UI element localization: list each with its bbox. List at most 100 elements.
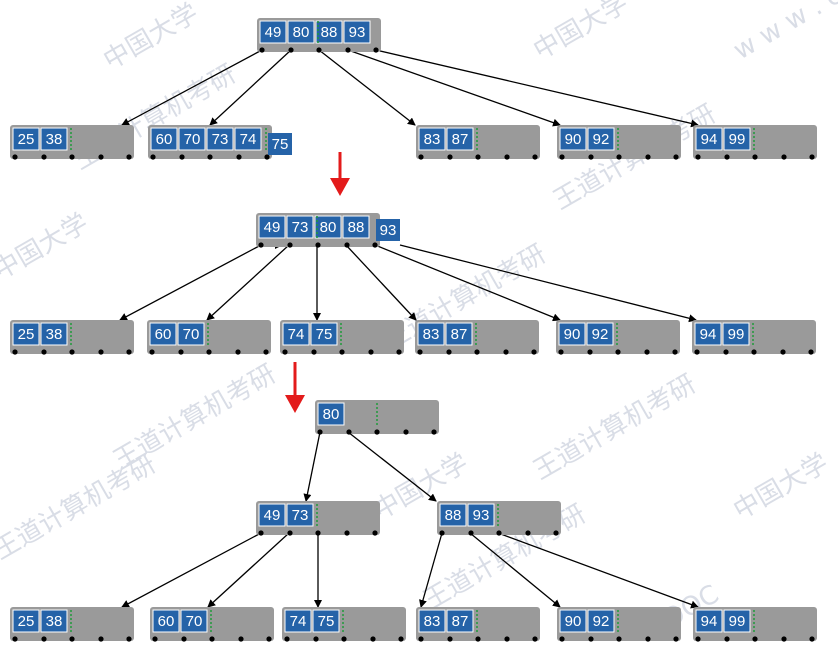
key-label: 93 <box>349 24 366 41</box>
tree-edge <box>318 49 416 126</box>
key-label: 93 <box>473 507 490 524</box>
child-pointer-dot <box>126 349 132 355</box>
child-pointer-dot <box>69 636 75 642</box>
child-pointer-dot <box>98 154 104 160</box>
child-pointer-dot <box>287 530 293 536</box>
key-label: 80 <box>293 24 310 41</box>
watermark-text: 王道计算机考研 <box>0 449 161 566</box>
key-label: 83 <box>424 613 441 630</box>
child-pointer-dot <box>588 636 594 642</box>
child-pointer-dot <box>344 530 350 536</box>
tree-edge <box>399 244 697 323</box>
child-pointer-dot <box>418 154 424 160</box>
child-pointer-dot <box>238 636 244 642</box>
tree-edge <box>121 49 263 126</box>
key-cell <box>206 127 234 151</box>
key-label: 94 <box>701 131 718 148</box>
child-pointer-dot <box>496 530 502 536</box>
key-label: 75 <box>316 326 333 343</box>
child-pointer-dot <box>12 636 18 642</box>
key-label: 83 <box>423 326 440 343</box>
key-cell <box>694 322 722 346</box>
key-label: 90 <box>564 326 581 343</box>
key-cell <box>234 127 262 151</box>
child-pointer-dot <box>344 242 350 248</box>
key-cell <box>418 127 446 151</box>
child-pointer-dot <box>339 349 345 355</box>
child-pointer-dot <box>447 154 453 160</box>
key-label: 38 <box>46 131 63 148</box>
child-pointer-dot <box>69 154 75 160</box>
key-label: 73 <box>292 219 309 236</box>
child-pointer-dot <box>559 636 565 642</box>
child-pointer-dot <box>695 154 701 160</box>
key-cell <box>559 127 587 151</box>
child-pointer-dot <box>258 242 264 248</box>
child-pointer-dot <box>263 349 269 355</box>
child-pointer-dot <box>532 636 538 642</box>
child-pointer-dot <box>98 349 104 355</box>
key-cell <box>315 20 343 44</box>
child-pointer-dot <box>431 429 437 435</box>
child-pointer-dot <box>41 154 47 160</box>
child-pointer-dot <box>179 154 185 160</box>
child-pointer-dot <box>446 349 452 355</box>
child-pointer-dot <box>98 636 104 642</box>
child-pointer-dot <box>751 349 757 355</box>
key-label: 94 <box>700 326 717 343</box>
watermark-text: w w w . c s k a o y a n . c o m <box>729 0 838 66</box>
key-cell <box>40 322 68 346</box>
child-pointer-dot <box>374 429 380 435</box>
key-label: 38 <box>46 613 63 630</box>
child-pointer-dot <box>264 154 270 160</box>
key-label: 90 <box>565 131 582 148</box>
child-pointer-dot <box>403 429 409 435</box>
child-pointer-dot <box>752 636 758 642</box>
key-cell <box>446 127 474 151</box>
child-pointer-dot <box>370 636 376 642</box>
child-pointer-dot <box>311 349 317 355</box>
child-pointer-dot <box>504 636 510 642</box>
child-pointer-dot <box>149 349 155 355</box>
key-cell <box>259 20 287 44</box>
child-pointer-dot <box>724 154 730 160</box>
key-cell <box>310 322 338 346</box>
key-cell <box>446 609 474 633</box>
child-pointer-dot <box>236 154 242 160</box>
child-pointer-dot <box>809 636 815 642</box>
watermark-text: 中国大学 <box>0 208 94 286</box>
key-label: 83 <box>424 131 441 148</box>
child-pointer-dot <box>287 242 293 248</box>
transition-arrow-layer <box>285 152 350 413</box>
key-cell <box>149 322 177 346</box>
child-pointer-dot <box>645 154 651 160</box>
key-cell <box>586 322 614 346</box>
key-label: 74 <box>240 131 257 148</box>
key-label: 25 <box>18 613 35 630</box>
child-pointer-dot <box>723 349 729 355</box>
child-pointer-dot <box>345 47 351 53</box>
overflow-key-cell <box>376 219 400 241</box>
key-cell <box>317 402 345 426</box>
transition-arrow-head <box>285 395 305 413</box>
child-pointer-dot <box>282 349 288 355</box>
key-label: 60 <box>158 613 175 630</box>
key-label: 99 <box>729 613 746 630</box>
child-pointer-dot <box>645 636 651 642</box>
key-label: 49 <box>264 219 281 236</box>
key-cell <box>180 609 208 633</box>
watermark-text: 王道计算机考研 <box>529 369 702 486</box>
child-pointer-dot <box>12 154 18 160</box>
key-cell <box>284 609 312 633</box>
key-cell <box>445 322 473 346</box>
watermark-text: 中国大学 <box>99 0 204 76</box>
child-pointer-dot <box>315 530 321 536</box>
transition-arrow-head <box>330 178 350 196</box>
